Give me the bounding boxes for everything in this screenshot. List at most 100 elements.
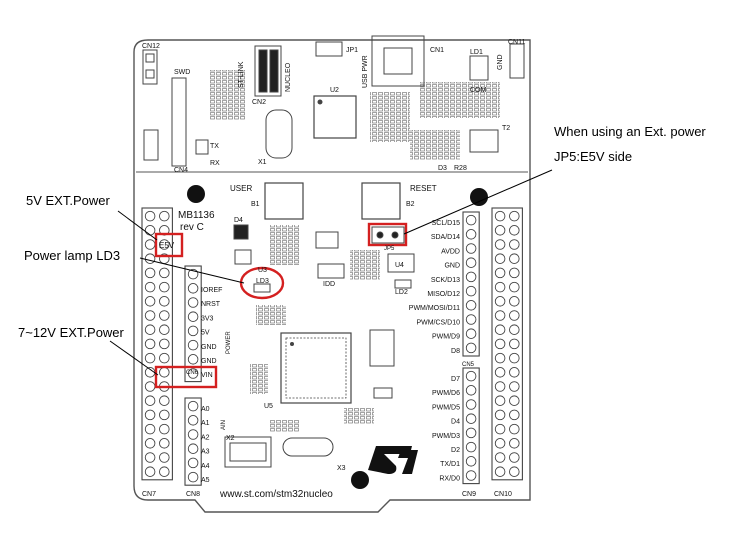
pin-label: 5V [201, 330, 210, 337]
header-pin [509, 225, 520, 236]
pin-label: MISO/D12 [427, 291, 460, 298]
header-pin [144, 466, 156, 477]
highlight-ld3 [239, 266, 285, 300]
header-pin [509, 395, 520, 406]
header-pin [465, 214, 477, 226]
header-pin [465, 427, 477, 439]
header-pin [465, 314, 477, 325]
label-b1: B1 [251, 201, 260, 208]
header-pin [465, 399, 477, 410]
header-pin [144, 296, 156, 307]
header-pin [509, 409, 520, 421]
pin-label: D8 [451, 348, 460, 355]
header-pin [187, 325, 199, 337]
header-pin [494, 253, 506, 264]
header-pin [144, 281, 156, 293]
pin-e5v: E5V [159, 241, 175, 250]
header-pin [509, 452, 520, 463]
label-r28: R28 [454, 165, 467, 172]
st-logo [368, 446, 418, 474]
header-pin [509, 367, 520, 378]
callout-ext-power-note-line2: JP5:E5V side [554, 149, 633, 164]
header-pin [494, 239, 506, 250]
header-pin [509, 324, 520, 335]
label-idd: IDD [323, 281, 335, 288]
header-pin [159, 310, 170, 321]
pin-label: A0 [201, 406, 210, 413]
label-ain: AIN [221, 420, 227, 430]
header-pin [494, 225, 506, 236]
header-pin [494, 381, 506, 392]
header-pin [144, 452, 156, 463]
header-pin [187, 471, 199, 483]
leader-ld3 [139, 257, 245, 284]
pin-label: D4 [451, 419, 460, 426]
callout-5v-ext-power: 5V EXT.Power [26, 193, 110, 208]
header-pin [465, 370, 477, 382]
header-pin [144, 395, 156, 406]
label-cn2: CN2 [252, 99, 266, 106]
leader-e5v [117, 210, 158, 241]
header-pin [144, 210, 156, 222]
stlink-section [142, 35, 525, 167]
mounting-hole [351, 471, 369, 489]
header-pin [187, 297, 199, 308]
header-pin [159, 296, 170, 307]
header-pin [187, 457, 199, 469]
header-pin [465, 328, 477, 339]
header-pin [144, 438, 156, 449]
header-pin [509, 267, 520, 279]
header-pin [159, 281, 170, 293]
header-pin [465, 385, 477, 396]
header-pin [159, 466, 170, 477]
header-pin [465, 285, 477, 297]
pin-label: GND [201, 344, 217, 351]
header-pin [509, 352, 520, 364]
header-pin [494, 210, 506, 222]
leader-lines [109, 169, 553, 376]
header-pin [187, 368, 199, 379]
pin-label: TX/D1 [440, 461, 460, 468]
header-pin [509, 423, 520, 435]
callout-power-lamp: Power lamp LD3 [24, 248, 121, 263]
header-pin [144, 338, 156, 350]
header-pin [494, 466, 506, 477]
header-pin [494, 438, 506, 449]
header-pin [494, 367, 506, 378]
header-pin [494, 267, 506, 279]
label-cn9: CN9 [462, 491, 476, 498]
label-x2: X2 [226, 435, 235, 442]
label-b2: B2 [406, 201, 415, 208]
header-pin [509, 253, 520, 264]
header-pin [509, 438, 520, 449]
label-stlink: ST-LINK [238, 61, 245, 88]
label-jp5: JP5 [384, 246, 395, 252]
header-pin [144, 352, 156, 364]
header-pin [187, 429, 199, 440]
header-pin [509, 466, 520, 477]
label-cn1: CN1 [430, 47, 444, 54]
label-cn12: CN12 [142, 43, 160, 50]
header-pin [509, 281, 520, 293]
pin-label: RX/D0 [439, 475, 460, 482]
mid-section [233, 224, 415, 325]
cn8-header [184, 397, 202, 486]
header-pin [465, 456, 477, 467]
label-t2: T2 [502, 125, 510, 132]
label-rx: RX [210, 160, 220, 167]
label-u5: U5 [264, 403, 273, 410]
label-cn5: CN5 [462, 362, 475, 368]
label-x3: X3 [337, 465, 346, 472]
header-pin [187, 354, 199, 365]
header-pin [494, 452, 506, 463]
cn6-header [184, 265, 202, 383]
header-pin [144, 423, 156, 435]
label-com: COM [470, 87, 487, 94]
header-pin [187, 283, 199, 294]
label-nucleo: NUCLEO [285, 62, 292, 92]
header-pin [509, 381, 520, 392]
pin-label: PWM/D5 [432, 404, 460, 411]
label-cn6: CN6 [186, 370, 199, 376]
label-user: USER [230, 184, 252, 193]
